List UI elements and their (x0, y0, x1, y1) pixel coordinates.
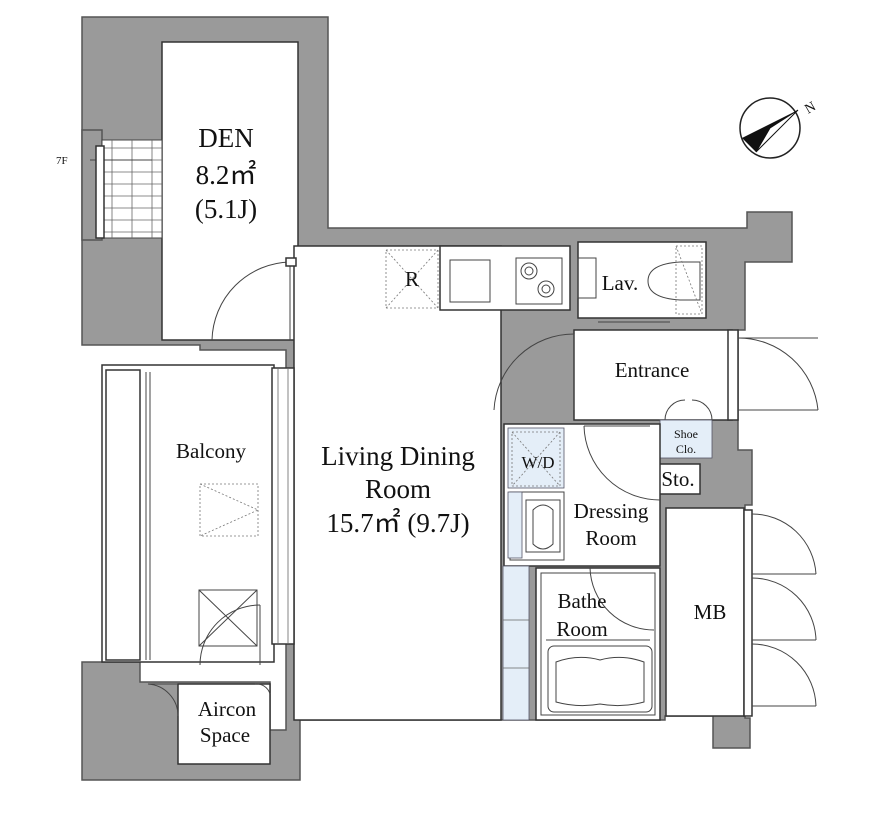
dressing-room (503, 423, 661, 567)
compass-icon: N (739, 97, 819, 159)
ldk-area: 15.7㎡ (9.7J) (326, 508, 469, 538)
entrance (493, 329, 819, 421)
aircon-line1: Aircon (198, 697, 257, 721)
shoe-closet (659, 419, 713, 459)
entrance-label: Entrance (615, 358, 690, 382)
balcony (101, 364, 295, 666)
dressing-line2: Room (585, 526, 636, 550)
aircon-line2: Space (200, 723, 250, 747)
den-jo: (5.1J) (195, 194, 257, 224)
storage (655, 463, 701, 495)
dressing-line1: Dressing (574, 499, 649, 523)
compass-north-label: N (803, 99, 819, 117)
den-room (161, 41, 299, 341)
mb-label: MB (694, 600, 727, 624)
aircon-space (147, 683, 271, 765)
bathe-room (535, 567, 661, 721)
lavatory (577, 241, 707, 319)
ldk-name-line1: Living Dining (321, 441, 475, 471)
bathe-line2: Room (556, 617, 607, 641)
fridge-label: R (405, 267, 419, 291)
shelf-column (502, 565, 530, 721)
den-door (211, 257, 297, 341)
floor-label: 7F (56, 155, 68, 167)
bathe-line1: Bathe (558, 589, 607, 613)
wd-label: W/D (521, 453, 554, 472)
fridge-space (385, 249, 439, 309)
lav-label: Lav. (602, 271, 639, 295)
balcony-label: Balcony (176, 439, 246, 463)
ldk-name-line2: Room (365, 474, 431, 504)
storage-label: Sto. (661, 467, 694, 491)
shoe-line2: Clo. (676, 442, 696, 456)
den-name: DEN (198, 123, 254, 153)
shoe-line1: Shoe (674, 427, 698, 441)
stair (90, 139, 163, 239)
kitchen-counter (439, 245, 571, 311)
den-area: 8.2㎡ (196, 160, 257, 190)
mb-closet (665, 507, 817, 717)
